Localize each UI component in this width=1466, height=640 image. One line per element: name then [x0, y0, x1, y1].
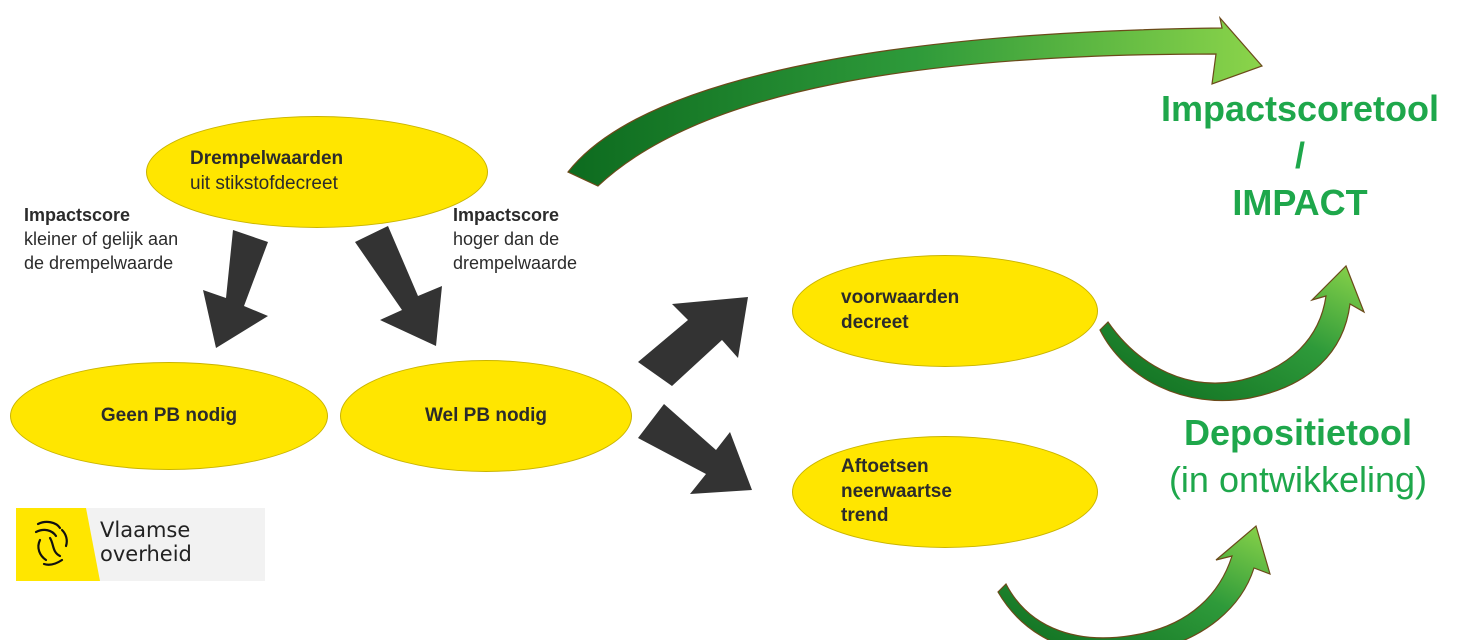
note-hoger: Impactscore hoger dan de drempelwaarde — [453, 204, 577, 275]
node-drempelwaarden-subtitle: uit stikstofdecreet — [190, 173, 338, 194]
arrow-down-left — [203, 230, 268, 348]
node-drempelwaarden: Drempelwaarden uit stikstofdecreet — [146, 116, 488, 228]
node-wel-pb: Wel PB nodig — [340, 360, 632, 472]
node-drempelwaarden-title: Drempelwaarden — [190, 148, 344, 170]
tool-impact-line3: IMPACT — [1232, 181, 1368, 223]
node-aftoetsen-line1: Aftoetsen — [841, 455, 929, 477]
green-arrow-depositie — [997, 524, 1271, 640]
node-aftoetsen: Aftoetsen neerwaartse trend — [792, 436, 1098, 548]
node-voorwaarden-line1: voorwaarden — [841, 287, 960, 309]
note-kleiner-title: Impactscore — [24, 205, 131, 225]
note-kleiner-text: kleiner of gelijk aan de drempelwaarde — [24, 228, 179, 273]
arrow-down-right-2 — [638, 404, 752, 494]
tool-impact-line1: Impactscoretool — [1160, 88, 1440, 129]
node-geen-pb: Geen PB nodig — [10, 362, 328, 470]
node-geen-pb-label: Geen PB nodig — [100, 404, 238, 426]
green-arrow-impact — [1099, 264, 1366, 402]
tool-depositie-line2: (in ontwikkeling) — [1168, 458, 1428, 500]
node-wel-pb-label: Wel PB nodig — [424, 404, 548, 426]
note-hoger-text: hoger dan de drempelwaarde — [453, 228, 578, 273]
node-voorwaarden-line2: decreet — [841, 312, 909, 333]
logo-line1: Vlaamse — [100, 518, 191, 542]
tool-impactscoretool: Impactscoretool / IMPACT — [1140, 86, 1460, 226]
tool-depositietool: Depositietool (in ontwikkeling) — [1130, 410, 1466, 504]
lion-icon — [34, 520, 68, 566]
node-aftoetsen-line2: neerwaartse — [841, 480, 952, 502]
node-voorwaarden: voorwaarden decreet — [792, 255, 1098, 367]
note-kleiner: Impactscore kleiner of gelijk aan de dre… — [24, 204, 178, 275]
logo-text: Vlaamse overheid — [100, 518, 192, 566]
note-hoger-title: Impactscore — [453, 205, 560, 225]
vlaamse-overheid-logo: Vlaamse overheid — [16, 508, 265, 581]
node-aftoetsen-line3: trend — [841, 505, 889, 527]
arrow-down-right — [355, 226, 442, 346]
tool-impact-line2: / — [1294, 134, 1305, 176]
tool-depositie-line1: Depositietool — [1183, 412, 1412, 453]
green-arrow-top — [567, 15, 1264, 187]
logo-line2: overheid — [100, 542, 192, 567]
arrow-up-right — [638, 297, 748, 386]
